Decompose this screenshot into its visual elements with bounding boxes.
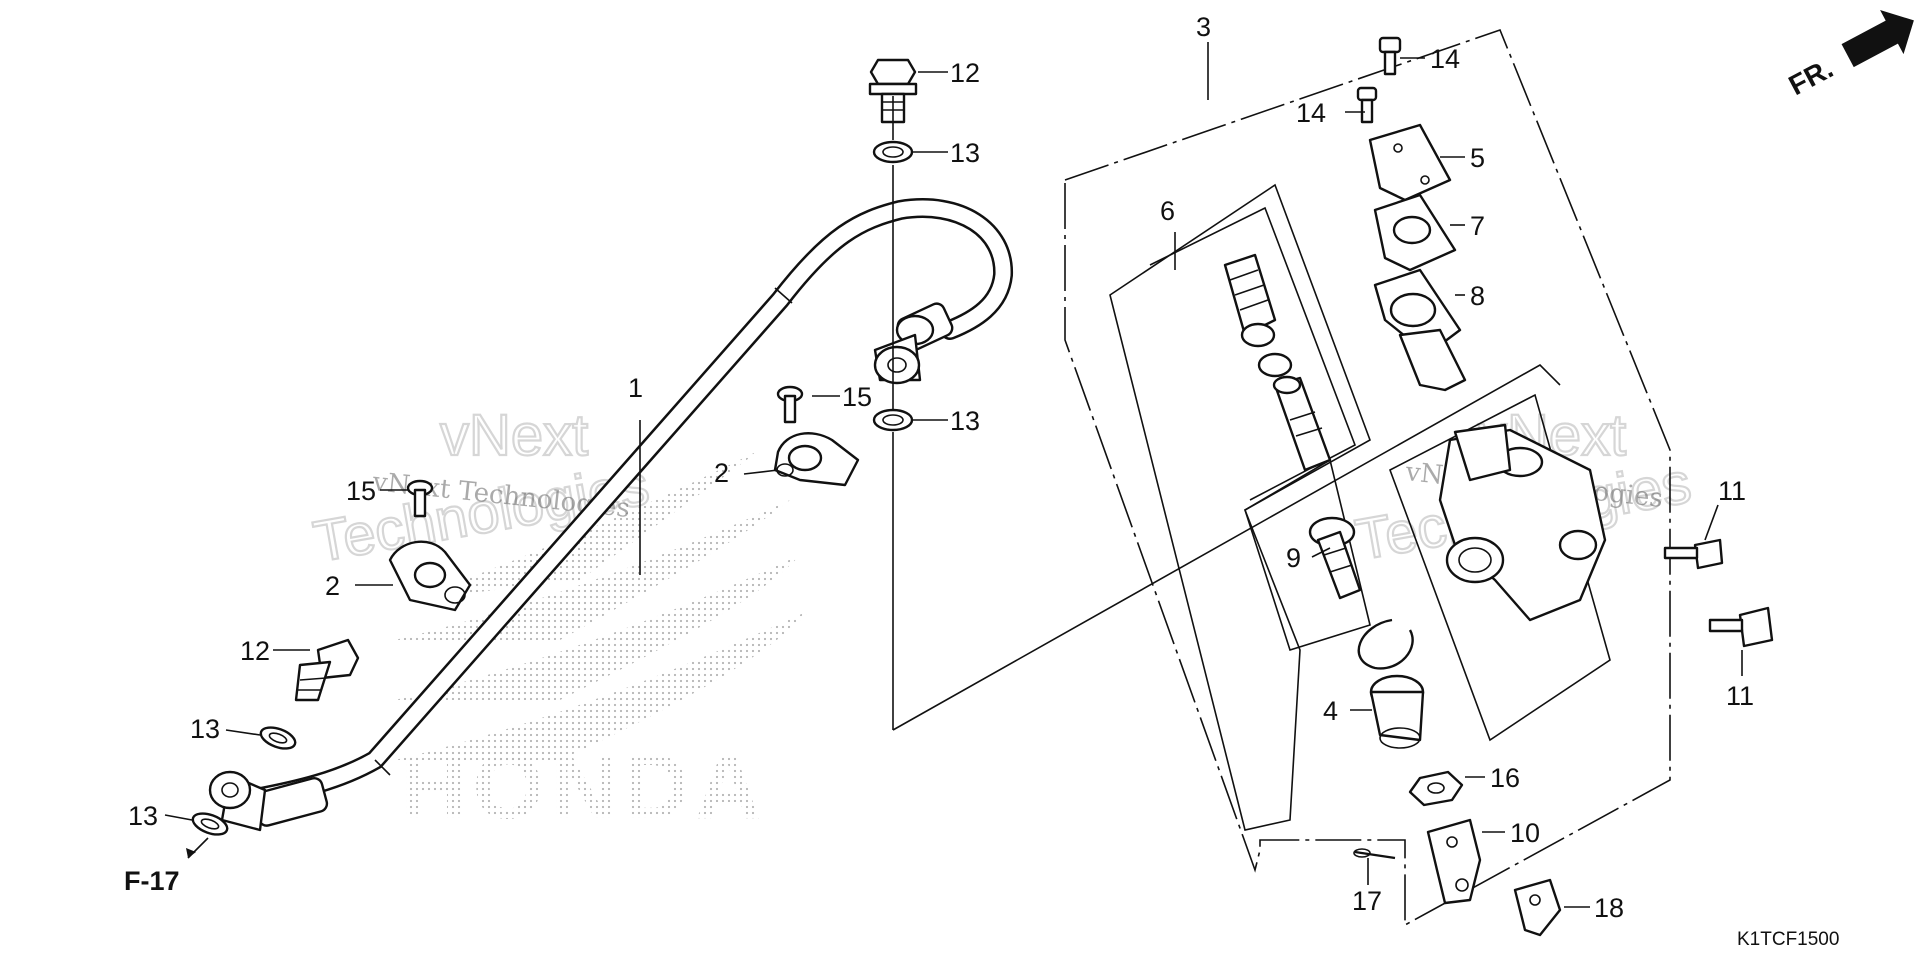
cotter-pin-17 [1353, 848, 1396, 860]
cup-seal [1240, 322, 1276, 348]
callout-13-d: 13 [128, 801, 158, 831]
screw-15-upper [776, 385, 804, 424]
callout-4: 4 [1323, 696, 1338, 726]
callout-12-lower: 12 [240, 636, 270, 666]
reservoir-diaphragm-8 [1373, 268, 1467, 392]
callout-11-lower: 11 [1726, 681, 1754, 711]
callout-15-upper: 15 [842, 382, 872, 412]
callout-14-b: 14 [1296, 98, 1326, 128]
callout-12-upper: 12 [950, 58, 980, 88]
cup-seal-2 [1257, 352, 1293, 378]
piston-spring [1223, 253, 1277, 337]
callout-6: 6 [1160, 196, 1175, 226]
callout-labels: 1 2 2 3 4 5 6 7 8 9 10 11 11 12 12 13 13… [128, 12, 1754, 923]
callout-18: 18 [1594, 893, 1624, 923]
pushrod-9 [1308, 516, 1362, 600]
callout-5: 5 [1470, 143, 1485, 173]
callout-13-c: 13 [190, 714, 220, 744]
bolts-11 [1663, 538, 1774, 648]
callout-7: 7 [1470, 211, 1485, 241]
leader-lines [164, 42, 1743, 908]
callout-8: 8 [1470, 281, 1485, 311]
washers-13 [191, 140, 914, 836]
diaphragm-cover-5 [1368, 123, 1452, 202]
bolts-14 [1356, 36, 1402, 124]
joint-pin-18 [1513, 878, 1562, 937]
nut-16 [1408, 770, 1464, 807]
plate-7 [1373, 193, 1457, 272]
diagram-code: K1TCF1500 [1737, 929, 1839, 950]
clevis-10 [1426, 818, 1482, 905]
brake-hose [208, 198, 1013, 832]
callout-15-lower: 15 [346, 476, 376, 506]
boot-4 [1369, 674, 1425, 749]
callout-10: 10 [1510, 818, 1540, 848]
master-cylinder-body [1438, 423, 1607, 622]
circlip [1357, 618, 1414, 670]
screw-15-lower [406, 479, 434, 518]
callout-13-b: 13 [950, 406, 980, 436]
reference-label-f17: F-17 [124, 866, 180, 896]
callout-16: 16 [1490, 763, 1520, 793]
callout-2-upper: 2 [714, 458, 729, 488]
callout-1: 1 [628, 373, 643, 403]
honda-brand-watermark: HONDA [400, 736, 767, 838]
callout-17: 17 [1352, 886, 1382, 916]
piston [1272, 375, 1332, 472]
wm-line1-left: vNext [440, 403, 588, 468]
piston-kit-box [1109, 183, 1371, 831]
bolt-12-lower [294, 638, 360, 702]
honda-wing-watermark: HONDA [395, 450, 810, 838]
callout-13-a: 13 [950, 138, 980, 168]
callout-9: 9 [1286, 543, 1301, 573]
callout-2-lower: 2 [325, 571, 340, 601]
clamp-2-upper [773, 432, 860, 487]
front-direction-indicator: FR. [1784, 10, 1914, 102]
master-cylinder-assembly-outline [1064, 28, 1671, 927]
callout-3: 3 [1196, 12, 1211, 42]
callout-14-a: 14 [1430, 44, 1460, 74]
callout-11-upper: 11 [1718, 476, 1746, 506]
front-direction-label: FR. [1784, 53, 1838, 102]
clamp-2-lower [388, 540, 472, 612]
